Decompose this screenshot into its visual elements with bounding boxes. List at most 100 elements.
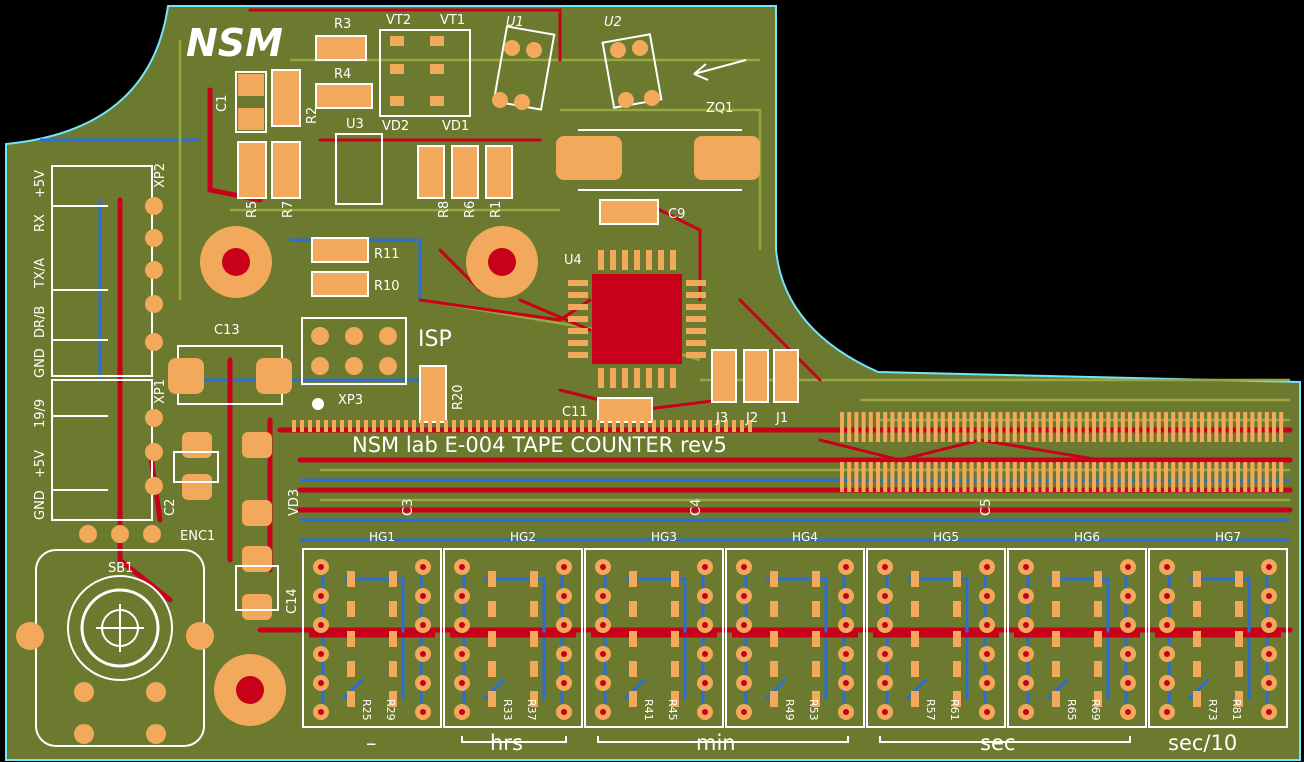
digit-pin-hole xyxy=(1164,651,1170,657)
header-pad xyxy=(1178,412,1183,442)
digit-resistor-pad xyxy=(1193,661,1201,677)
header-pad xyxy=(868,462,873,492)
header-pad xyxy=(724,420,728,432)
ref-c2: C2 xyxy=(163,499,178,516)
digit-pin-hole xyxy=(420,622,426,628)
header-pad xyxy=(1272,412,1276,442)
header-pad xyxy=(420,420,424,432)
header-pad xyxy=(364,420,368,432)
header-pad xyxy=(883,412,888,442)
digit-outline xyxy=(1148,548,1288,728)
header-pad xyxy=(292,420,296,432)
header-pad xyxy=(372,420,376,432)
digit-pin-hole xyxy=(459,651,465,657)
header-pad xyxy=(1012,412,1017,442)
digit-pin-hole xyxy=(1164,593,1170,599)
header-pad xyxy=(962,412,967,442)
header-pad xyxy=(991,412,996,442)
digit-resistor-label: R61 xyxy=(948,699,961,721)
ref-r6: R6 xyxy=(463,201,478,218)
header-pad xyxy=(976,412,981,442)
small-ic-pads xyxy=(238,36,660,130)
digit-bottom-trace xyxy=(603,567,705,709)
digit-pin-hole xyxy=(882,709,888,715)
header-pad xyxy=(1272,462,1276,492)
digit-pin-hole xyxy=(702,709,708,715)
header-pad xyxy=(1063,462,1068,492)
digit-pin-hole xyxy=(1164,680,1170,686)
header-pad xyxy=(1185,462,1190,492)
digit-label: HG7 xyxy=(1215,530,1241,544)
header-pad xyxy=(468,420,472,432)
header-pad xyxy=(1257,462,1262,492)
header-pad xyxy=(644,420,648,432)
digit-resistor-pad xyxy=(488,661,496,677)
header-pad xyxy=(1250,462,1255,492)
ref-u3: U3 xyxy=(346,117,364,132)
isp-header xyxy=(301,317,407,410)
header-pad xyxy=(1257,412,1262,442)
header-pad xyxy=(316,420,320,432)
digit-pin-hole xyxy=(318,709,324,715)
digit-resistor-pad xyxy=(770,571,778,587)
encoder-sb1 xyxy=(16,525,214,747)
digit-resistor-pad xyxy=(347,571,355,587)
ref-r10: R10 xyxy=(374,279,400,294)
digit-resistor-pad xyxy=(770,601,778,617)
digit-resistor-label: R73 xyxy=(1206,699,1219,721)
xp2-pin-rx: RX xyxy=(33,214,48,232)
digit-resistor-pad xyxy=(389,571,397,587)
header-pad xyxy=(748,420,752,432)
digit-pin-hole xyxy=(984,709,990,715)
digit-resistor-label: R41 xyxy=(642,699,655,721)
ref-zq1: ZQ1 xyxy=(706,101,733,116)
digit-bottom-trace xyxy=(1167,567,1269,709)
digit-bottom-trace xyxy=(462,567,564,709)
digit-pin-hole xyxy=(1125,564,1131,570)
digit-resistor-pad xyxy=(488,631,496,647)
direction-arrow xyxy=(693,59,747,81)
digit-resistor-label: R45 xyxy=(666,699,679,721)
header-pad xyxy=(1207,462,1212,492)
header-pad xyxy=(1250,412,1255,442)
header-pad xyxy=(883,462,888,492)
header-pad xyxy=(572,420,576,432)
digit-label: HG3 xyxy=(651,530,677,544)
digit-pin-hole xyxy=(420,593,426,599)
header-pad xyxy=(1056,462,1060,492)
digit-pin-hole xyxy=(1023,680,1029,686)
header-pad xyxy=(933,462,938,492)
header-pad xyxy=(1041,412,1046,442)
header-pad xyxy=(1214,462,1219,492)
header-pad xyxy=(1164,412,1168,442)
header-pad xyxy=(984,412,988,442)
digit-pin-hole xyxy=(459,593,465,599)
header-pad xyxy=(933,412,938,442)
header-pad xyxy=(1005,462,1010,492)
xp1-pin-gnd: GND xyxy=(33,490,48,520)
header-pad xyxy=(460,420,464,432)
header-pad xyxy=(404,420,408,432)
header-pad xyxy=(1149,412,1154,442)
ref-r20: R20 xyxy=(451,384,466,410)
digit-resistor-pad xyxy=(488,691,496,707)
ref-c1: C1 xyxy=(215,95,230,112)
ref-u2: U2 xyxy=(604,15,622,30)
digit-pin-hole xyxy=(882,651,888,657)
header-pad xyxy=(948,462,952,492)
digit-pin-hole xyxy=(882,622,888,628)
header-pad xyxy=(1092,462,1096,492)
header-pad xyxy=(1221,412,1226,442)
digit-resistor-pad xyxy=(347,631,355,647)
digit-resistor-pad xyxy=(629,661,637,677)
ref-j3: J3 xyxy=(715,411,728,426)
header-pad xyxy=(500,420,504,432)
header-pad xyxy=(516,420,520,432)
digit-resistor-pad xyxy=(1235,691,1243,707)
header-pad xyxy=(332,420,336,432)
header-pad xyxy=(716,420,720,432)
digit-bottom-trace xyxy=(885,567,987,709)
group-label-hrs: hrs xyxy=(490,731,523,755)
digit-pin-hole xyxy=(984,593,990,599)
